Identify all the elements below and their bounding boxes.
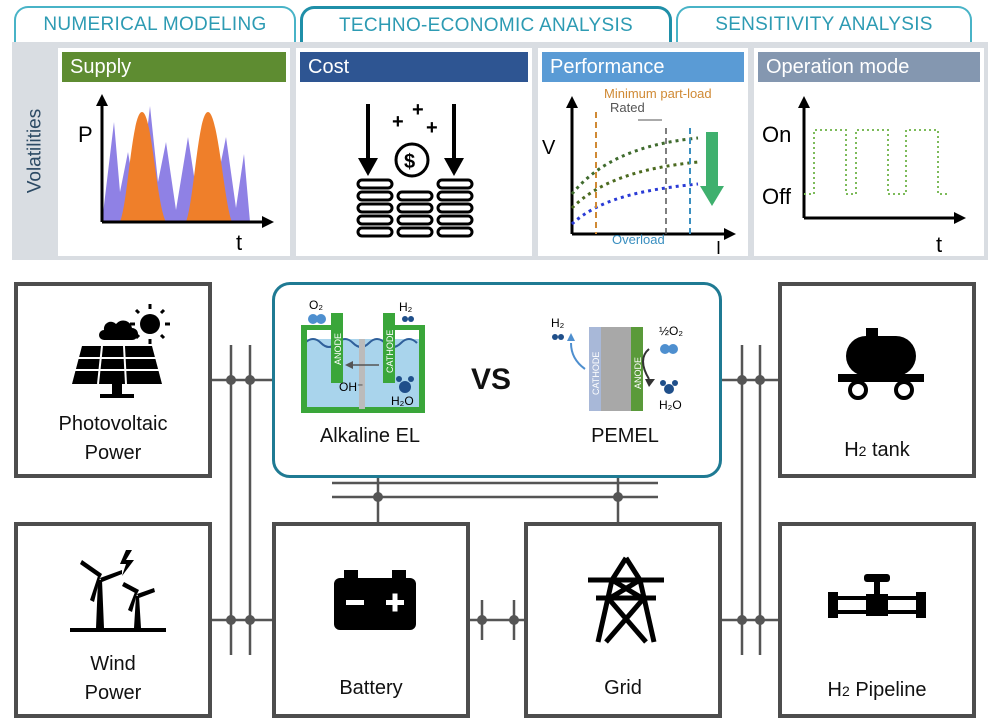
- wind-label-line2: Power: [84, 682, 142, 704]
- cost-title: Cost: [300, 52, 528, 82]
- alkaline-el-label: Alkaline EL: [319, 425, 421, 447]
- alkaline-o2-label: O₂: [309, 299, 323, 312]
- supply-y-axis-label: P: [78, 122, 93, 147]
- svg-text:+: +: [412, 99, 424, 121]
- tab-numerical-modeling[interactable]: NUMERICAL MODELING: [14, 6, 296, 42]
- operation-mode-chart-icon: On Off t: [762, 96, 966, 256]
- pv-power-box: Photovoltaic Power: [14, 282, 212, 478]
- pemel-h2-label: H₂: [551, 316, 565, 330]
- tab-sensitivity-analysis[interactable]: SENSITIVITY ANALYSIS: [676, 6, 972, 42]
- pemel-h2o-label: H₂O: [659, 398, 682, 412]
- tank-car-icon: [838, 328, 924, 400]
- operation-x-axis-label: t: [936, 232, 942, 256]
- pemel-cathode-label: CATHODE: [591, 352, 601, 395]
- alkaline-oh-label: OH⁻: [339, 380, 363, 394]
- supply-x-axis-label: t: [236, 230, 242, 255]
- supply-title: Supply: [62, 52, 286, 82]
- tab-numerical-modeling-label: NUMERICAL MODELING: [43, 14, 267, 35]
- wind-turbine-icon: [70, 550, 166, 632]
- tab-techno-economic-analysis[interactable]: TECHNO-ECONOMIC ANALYSIS: [300, 6, 672, 42]
- solar-panel-icon: [72, 304, 170, 398]
- battery-box: Battery: [272, 522, 470, 718]
- coins-cost-icon: + + + $: [356, 99, 474, 238]
- pemel-anode-label: ANODE: [633, 357, 643, 389]
- supply-chart-icon: P t: [78, 94, 274, 255]
- wind-power-box: Wind Power: [14, 522, 212, 718]
- svg-text:+: +: [392, 111, 404, 133]
- vs-label: VS: [471, 363, 512, 396]
- electrolyzer-comparison-box: ANODE CATHODE O₂ H₂ OH⁻ H₂O Alkaline EL …: [272, 282, 722, 478]
- supply-panel: Supply P t: [58, 48, 290, 256]
- alkaline-cathode-label: CATHODE: [385, 330, 395, 373]
- grid-box: Grid: [524, 522, 722, 718]
- rated-label: Rated: [610, 100, 645, 115]
- performance-title: Performance: [542, 52, 744, 82]
- tab-sensitivity-label: SENSITIVITY ANALYSIS: [715, 14, 933, 35]
- performance-panel: Performance V I Minimum part-load Rated …: [538, 48, 748, 256]
- alkaline-anode-label: ANODE: [333, 333, 343, 365]
- h2-tank-box: H2 tank: [778, 282, 976, 478]
- on-label: On: [762, 122, 791, 147]
- alkaline-cell-icon: ANODE CATHODE O₂ H₂ OH⁻ H₂O: [301, 299, 425, 413]
- svg-text:$: $: [404, 151, 415, 173]
- pv-label-line2: Power: [84, 442, 142, 464]
- performance-y-axis-label: V: [542, 137, 556, 159]
- battery-label: Battery: [339, 677, 403, 699]
- pemel-half-o2-label: ½O₂: [659, 324, 683, 338]
- alkaline-h2o-label: H₂O: [391, 394, 414, 408]
- operation-mode-title: Operation mode: [758, 52, 980, 82]
- overload-label: Overload: [612, 232, 665, 247]
- pipeline-icon: [828, 574, 926, 618]
- h2-pipeline-label: H2 Pipeline: [827, 679, 927, 701]
- grid-label: Grid: [604, 677, 642, 699]
- pemel-cell-icon: CATHODE ANODE H₂ ½O₂ H₂O: [551, 316, 683, 412]
- h2-tank-label: H2 tank: [844, 439, 910, 461]
- cost-panel: Cost + + + $: [296, 48, 532, 256]
- wind-label-line1: Wind: [90, 653, 136, 675]
- pemel-label: PEMEL: [591, 425, 659, 447]
- power-tower-icon: [588, 556, 664, 644]
- operation-mode-panel: Operation mode On Off t: [754, 48, 984, 256]
- h2-pipeline-box: H2 Pipeline: [778, 522, 976, 718]
- tab-techno-economic-label: TECHNO-ECONOMIC ANALYSIS: [339, 14, 633, 36]
- min-part-load-label: Minimum part-load: [604, 86, 712, 101]
- off-label: Off: [762, 184, 792, 209]
- performance-chart-icon: V I Minimum part-load Rated Overload: [542, 86, 736, 256]
- pv-label-line1: Photovoltaic: [58, 413, 168, 435]
- alkaline-h2-label: H₂: [399, 300, 413, 314]
- performance-x-axis-label: I: [716, 238, 721, 256]
- battery-icon: [334, 570, 416, 630]
- svg-text:+: +: [426, 117, 438, 139]
